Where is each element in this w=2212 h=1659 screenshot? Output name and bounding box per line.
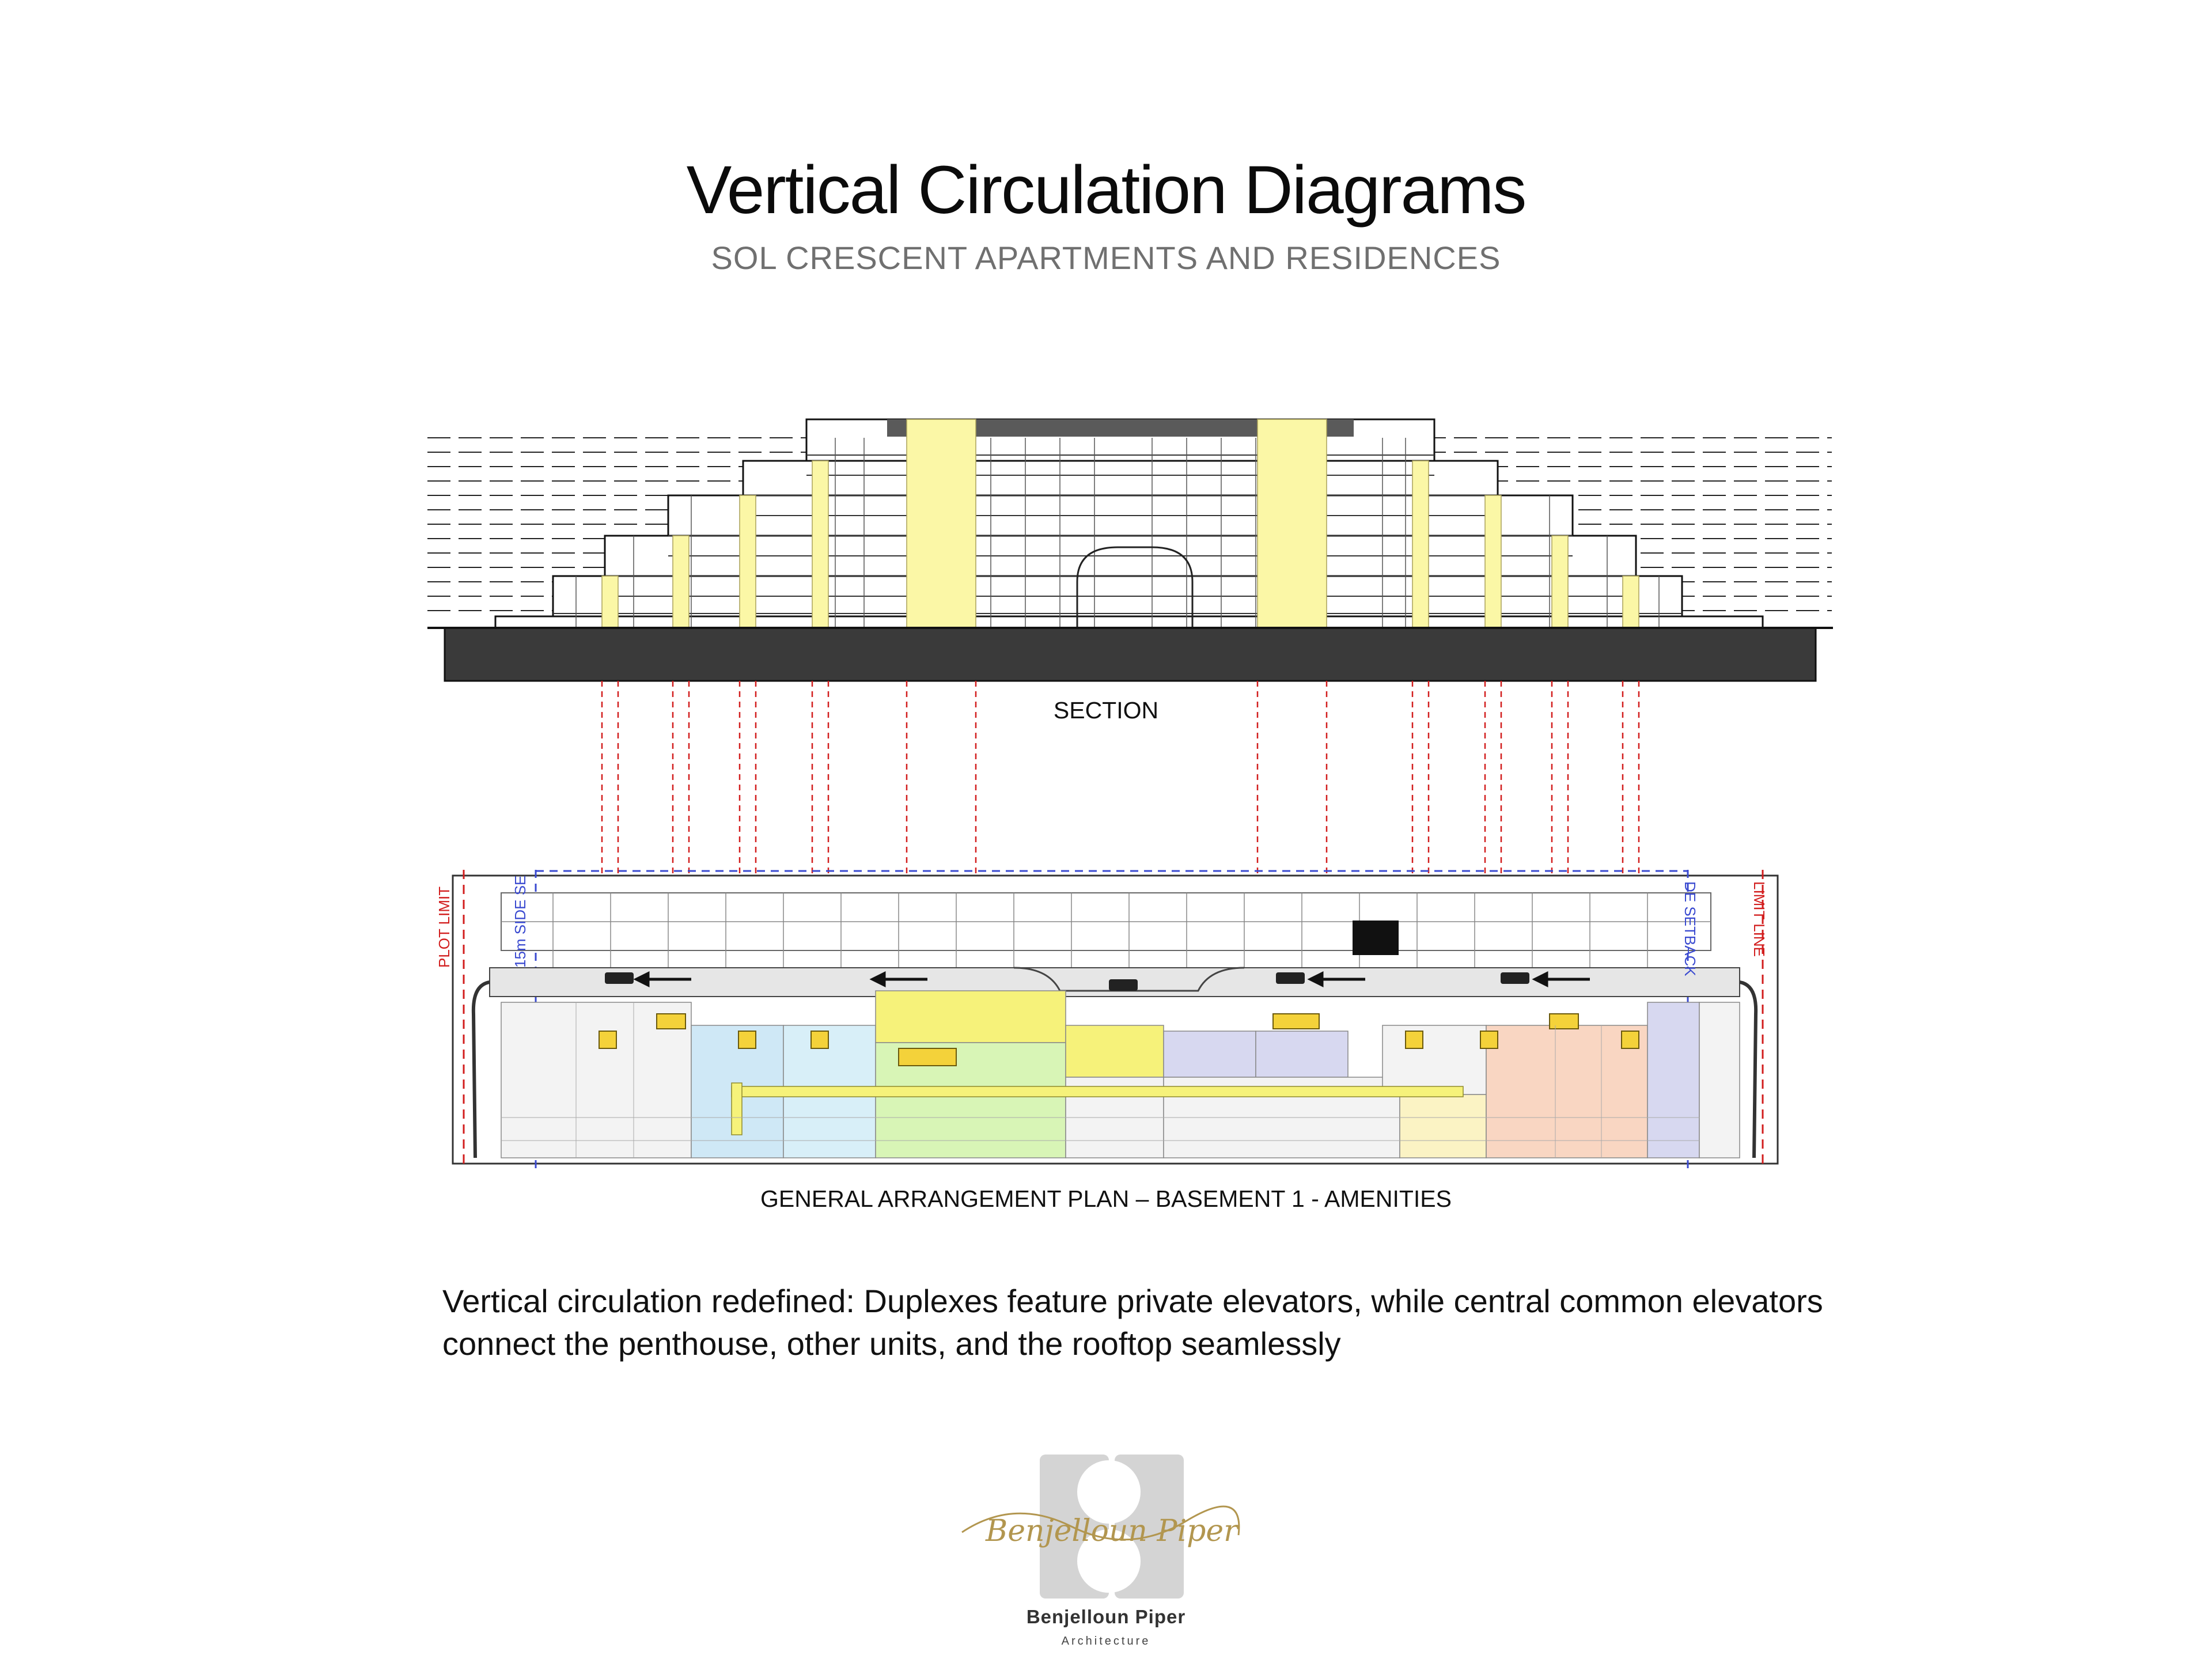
lift-1 bbox=[599, 1031, 617, 1049]
lift-6 bbox=[1272, 1013, 1320, 1029]
section-label: SECTION bbox=[1053, 697, 1159, 724]
plan-drawing: PLOT LIMIT 15m SIDE SE DE SETBACK LIMIT … bbox=[435, 870, 1779, 1169]
plan-zones bbox=[501, 990, 1740, 1158]
section-ground-line bbox=[427, 627, 1833, 629]
lift-2 bbox=[656, 1013, 686, 1029]
plan-service-block bbox=[1353, 921, 1399, 955]
plan-setback-label-left: 15m SIDE SE bbox=[512, 876, 529, 968]
circulation-guide-lines bbox=[601, 681, 1640, 1037]
plan-label: GENERAL ARRANGEMENT PLAN – BASEMENT 1 - … bbox=[760, 1185, 1452, 1212]
lift-9 bbox=[1549, 1013, 1579, 1029]
section-drawing bbox=[427, 418, 1833, 682]
plan-traffic-arrows bbox=[633, 971, 1590, 988]
plan-grid bbox=[501, 1002, 1699, 1158]
plan-top-unit-dividers bbox=[501, 893, 1711, 979]
core-right-3 bbox=[1484, 495, 1502, 628]
core-left-3 bbox=[739, 495, 756, 628]
core-central-right bbox=[1257, 419, 1327, 628]
core-left-2 bbox=[672, 535, 690, 628]
lift-4 bbox=[810, 1031, 829, 1049]
plan-plot-limit-label: PLOT LIMIT bbox=[435, 887, 453, 968]
plan-elevator-cores bbox=[599, 1013, 1639, 1066]
lift-7 bbox=[1405, 1031, 1423, 1049]
section-atrium-arch bbox=[1076, 546, 1194, 628]
logo-name: Benjelloun Piper bbox=[1026, 1606, 1186, 1627]
lift-3 bbox=[738, 1031, 756, 1049]
plan-ramp-left bbox=[471, 980, 490, 1158]
logo-subtitle: Architecture bbox=[1061, 1635, 1151, 1647]
core-left-1 bbox=[601, 575, 619, 628]
logo-flourish bbox=[961, 1505, 1240, 1541]
page-title: Vertical Circulation Diagrams bbox=[686, 152, 1527, 228]
core-right-4 bbox=[1412, 460, 1429, 628]
section-ground-slab bbox=[444, 627, 1817, 682]
plan-cars bbox=[605, 972, 1529, 991]
lift-10 bbox=[1621, 1031, 1639, 1049]
lift-5 bbox=[898, 1048, 957, 1066]
core-right-2 bbox=[1551, 535, 1569, 628]
plan-corridor bbox=[731, 1082, 1464, 1135]
plan-limit-line-label: LIMIT LINE bbox=[1751, 881, 1768, 957]
logo-signature: Benjelloun Piper bbox=[985, 1514, 1240, 1548]
logo-monogram bbox=[1040, 1455, 1184, 1599]
firm-logo: Benjelloun Piper bbox=[961, 1455, 1240, 1599]
section-cores bbox=[601, 419, 1639, 628]
page-subtitle: SOL CRESCENT APARTMENTS AND RESIDENCES bbox=[711, 240, 1501, 276]
core-central-left bbox=[906, 419, 976, 628]
core-right-1 bbox=[1622, 575, 1639, 628]
plan-setback-label-right: DE SETBACK bbox=[1681, 881, 1699, 976]
core-left-4 bbox=[812, 460, 829, 628]
plan-plot-limit bbox=[463, 870, 1764, 1169]
description-text: Vertical circulation redefined: Duplexes… bbox=[442, 1283, 1823, 1362]
lift-8 bbox=[1480, 1031, 1498, 1049]
section-mullions bbox=[575, 438, 1660, 628]
plan-ramp-right bbox=[1739, 980, 1758, 1158]
